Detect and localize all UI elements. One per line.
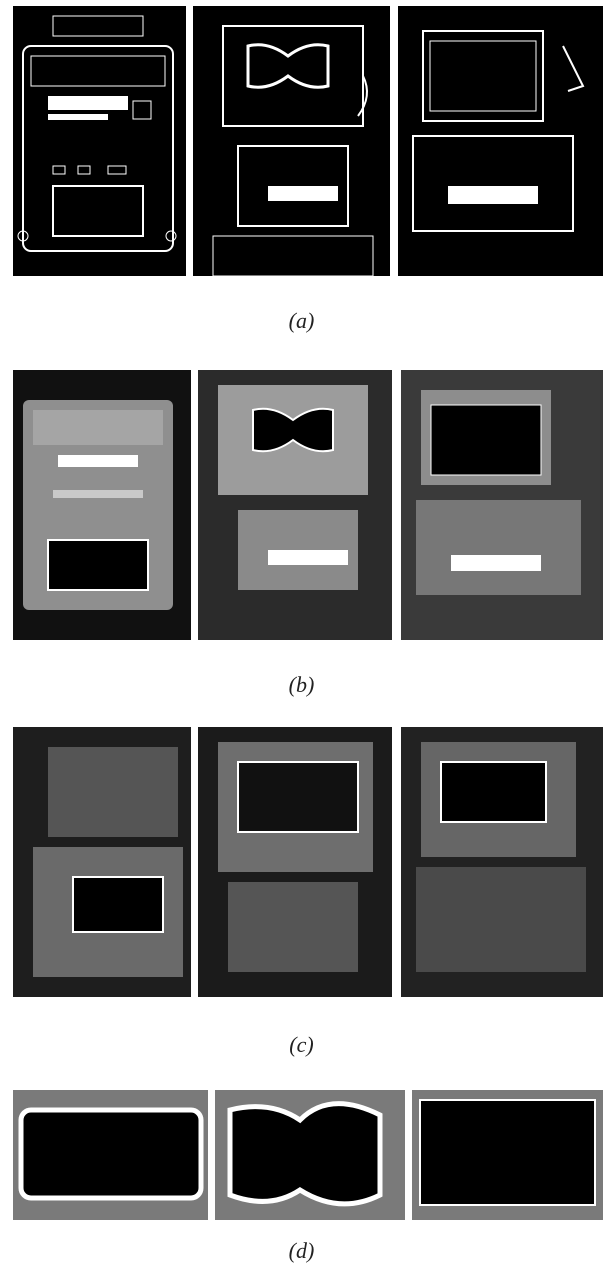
panel-c2: [198, 727, 392, 997]
meter-grayscale-image-b3: [401, 370, 603, 640]
display-mask-image-d2: [215, 1090, 405, 1220]
panel-a2: [193, 6, 390, 276]
caption-a: (a): [288, 308, 315, 333]
meter-edge-image-a3: [398, 6, 603, 276]
caption-c: (c): [289, 1032, 314, 1057]
display-mask-image-d1: [13, 1090, 208, 1220]
panel-a1: [13, 6, 186, 276]
meter-edge-image-a2: [193, 6, 390, 276]
panel-d2: [215, 1090, 405, 1220]
display-mask-image-d3: [412, 1090, 603, 1220]
panel-b3: [401, 370, 603, 640]
caption-d: (d): [288, 1238, 315, 1263]
panel-d1: [13, 1090, 208, 1220]
panel-b1: [13, 370, 191, 640]
panel-a3: [398, 6, 603, 276]
caption-b: (b): [288, 672, 315, 697]
panel-d3: [412, 1090, 603, 1220]
meter-grayscale-image-b2: [198, 370, 392, 640]
meter-edge-image-a1: [13, 6, 186, 276]
panel-c3: [401, 727, 603, 997]
meter-photo-image-c3: [401, 727, 603, 997]
panel-b2: [198, 370, 392, 640]
panel-c1: [13, 727, 191, 997]
meter-photo-image-c2: [198, 727, 392, 997]
meter-photo-image-c1: [13, 727, 191, 997]
meter-grayscale-image-b1: [13, 370, 191, 640]
